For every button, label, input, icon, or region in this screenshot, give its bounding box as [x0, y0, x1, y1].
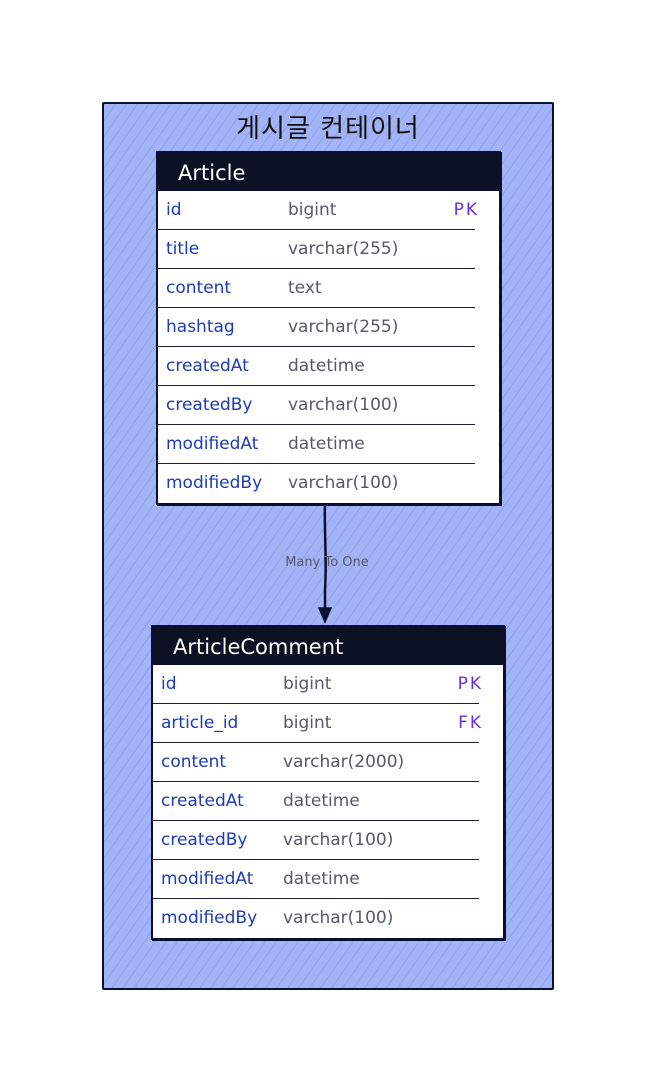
- column-row-modifiedat: modifiedAt datetime: [153, 860, 479, 899]
- column-type: bigint: [288, 200, 337, 220]
- column-row-createdby: createdBy varchar(100): [153, 821, 479, 860]
- column-key-badge: PK: [457, 674, 483, 694]
- column-row-modifiedby: modifiedBy varchar(100): [153, 899, 503, 938]
- container-title: 게시글 컨테이너: [236, 114, 420, 144]
- column-row-hashtag: hashtag varchar(255): [158, 308, 475, 347]
- column-name: content: [161, 752, 227, 772]
- column-row-modifiedat: modifiedAt datetime: [158, 425, 475, 464]
- column-type: varchar(100): [283, 908, 394, 928]
- column-name: id: [161, 674, 177, 694]
- relation-label: Many To One: [285, 555, 369, 570]
- column-row-article-id: article_id bigint FK: [153, 704, 481, 743]
- entity-article[interactable]: Article id bigint PK title varchar(255) conte…: [156, 151, 501, 505]
- column-name: createdBy: [161, 830, 248, 850]
- column-row-id: id bigint PK: [153, 665, 481, 704]
- column-name: hashtag: [166, 317, 235, 337]
- column-type: bigint: [283, 674, 332, 694]
- entity-header: ArticleComment: [153, 627, 503, 665]
- column-name: createdAt: [161, 791, 244, 811]
- column-type: text: [288, 278, 322, 298]
- column-name: content: [166, 278, 232, 298]
- column-name: title: [166, 239, 200, 259]
- column-name: modifiedAt: [161, 869, 254, 889]
- entity-article-comment[interactable]: ArticleComment id bigint PK article_id bigin…: [151, 625, 505, 940]
- column-name: id: [166, 200, 182, 220]
- column-type: varchar(100): [283, 830, 394, 850]
- column-key-badge: FK: [458, 713, 483, 733]
- entity-header: Article: [158, 153, 499, 191]
- column-type: bigint: [283, 713, 332, 733]
- column-type: varchar(2000): [283, 752, 405, 772]
- column-row-modifiedby: modifiedBy varchar(100): [158, 464, 499, 503]
- column-type: datetime: [288, 356, 365, 376]
- column-name: modifiedAt: [166, 434, 259, 454]
- column-type: datetime: [288, 434, 365, 454]
- column-row-createdby: createdBy varchar(100): [158, 386, 475, 425]
- column-type: varchar(100): [288, 473, 399, 493]
- column-key-badge: PK: [453, 200, 479, 220]
- column-row-content: content text: [158, 269, 475, 308]
- column-name: article_id: [161, 713, 239, 733]
- column-row-id: id bigint PK: [158, 191, 477, 230]
- column-name: createdBy: [166, 395, 253, 415]
- column-row-createdat: createdAt datetime: [158, 347, 475, 386]
- column-type: datetime: [283, 869, 360, 889]
- column-type: varchar(255): [288, 239, 399, 259]
- column-type: varchar(255): [288, 317, 399, 337]
- column-name: modifiedBy: [166, 473, 263, 493]
- column-type: varchar(100): [288, 395, 399, 415]
- column-row-content: content varchar(2000): [153, 743, 479, 782]
- column-row-title: title varchar(255): [158, 230, 475, 269]
- column-name: createdAt: [166, 356, 249, 376]
- column-type: datetime: [283, 791, 360, 811]
- column-name: modifiedBy: [161, 908, 258, 928]
- column-row-createdat: createdAt datetime: [153, 782, 479, 821]
